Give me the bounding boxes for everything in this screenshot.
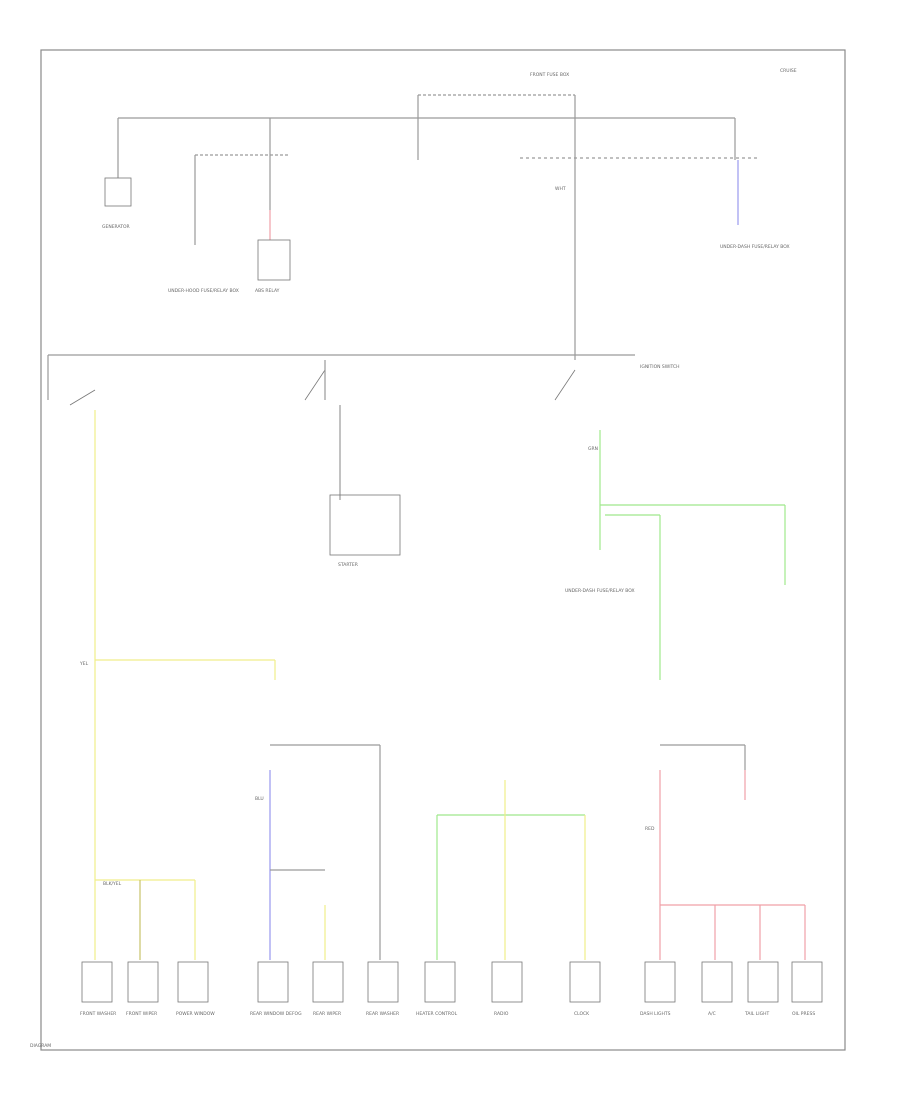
component-c11 <box>701 961 733 1003</box>
component-c5 <box>312 961 344 1003</box>
green-feed: UNDER-DASH FUSE/RELAY BOX <box>565 430 786 680</box>
dash-fuse-label: UNDER-DASH FUSE/RELAY BOX <box>565 588 635 594</box>
right-relay-label: UNDER-DASH FUSE/RELAY BOX <box>720 244 790 250</box>
component-c6-label: REAR WASHER <box>366 1011 399 1017</box>
wire-code-2: YEL <box>79 661 89 667</box>
component-c4-label: REAR WINDOW DEFOG <box>250 1011 302 1017</box>
top-fuse-box-label: FRONT FUSE BOX <box>530 72 569 78</box>
wire-code-1: BLK/YEL <box>103 881 122 887</box>
ignition-switch-label: IGNITION SWITCH <box>640 364 680 370</box>
top-section: GENERATOR ABS RELAY UNDER-HOOD FUSE/RELA… <box>102 68 797 360</box>
generator-symbol <box>104 177 132 207</box>
component-c1 <box>81 961 113 1003</box>
component-c9 <box>569 961 601 1003</box>
footer-code: DIAGRAM <box>30 1043 51 1049</box>
top-right-note: CRUISE <box>780 68 797 74</box>
component-c9-label: CLOCK <box>574 1011 590 1017</box>
component-c12-label: TAIL LIGHT <box>744 1011 769 1017</box>
underhood-fuse-label: UNDER-HOOD FUSE/RELAY BOX <box>168 288 239 294</box>
component-c3-label: POWER WINDOW <box>176 1011 215 1017</box>
component-c10-label: DASH LIGHTS <box>640 1011 671 1017</box>
ignition-bus: IGNITION SWITCH STARTER <box>47 354 680 568</box>
component-c8-label: RADIO <box>494 1011 509 1017</box>
generator-label: GENERATOR <box>102 224 130 230</box>
component-c2 <box>127 961 159 1003</box>
component-c1-label: FRONT WASHER <box>80 1011 116 1017</box>
components: FRONT WASHER FRONT WIPER POWER WINDOW RE… <box>80 961 823 1017</box>
wire-code-4: BLU <box>255 796 264 802</box>
component-c6 <box>367 961 399 1003</box>
component-c13 <box>791 961 823 1003</box>
component-c12 <box>747 961 779 1003</box>
component-c3 <box>177 961 209 1003</box>
yellow-feed <box>94 410 276 960</box>
component-c13-label: OIL PRESS <box>792 1011 815 1017</box>
component-c4 <box>257 961 289 1003</box>
abs-relay-box <box>257 239 291 281</box>
component-c11-label: A/C <box>708 1011 716 1017</box>
diagram-frame <box>40 49 846 1051</box>
component-c10 <box>644 961 676 1003</box>
wire-code-3: GRN <box>588 446 598 452</box>
component-c7 <box>424 961 456 1003</box>
component-c5-label: REAR WIPER <box>313 1011 341 1017</box>
component-c7-label: HEATER CONTROL <box>416 1011 458 1017</box>
component-c8 <box>491 961 523 1003</box>
wire-code-5: RED <box>645 826 655 832</box>
wire-code-6: WHT <box>555 186 566 192</box>
starter-label: STARTER <box>338 562 358 568</box>
lower-fuse-section <box>269 744 806 960</box>
component-c2-label: FRONT WIPER <box>126 1011 157 1017</box>
abs-relay-label: ABS RELAY <box>255 288 280 294</box>
starter-box <box>329 494 401 556</box>
